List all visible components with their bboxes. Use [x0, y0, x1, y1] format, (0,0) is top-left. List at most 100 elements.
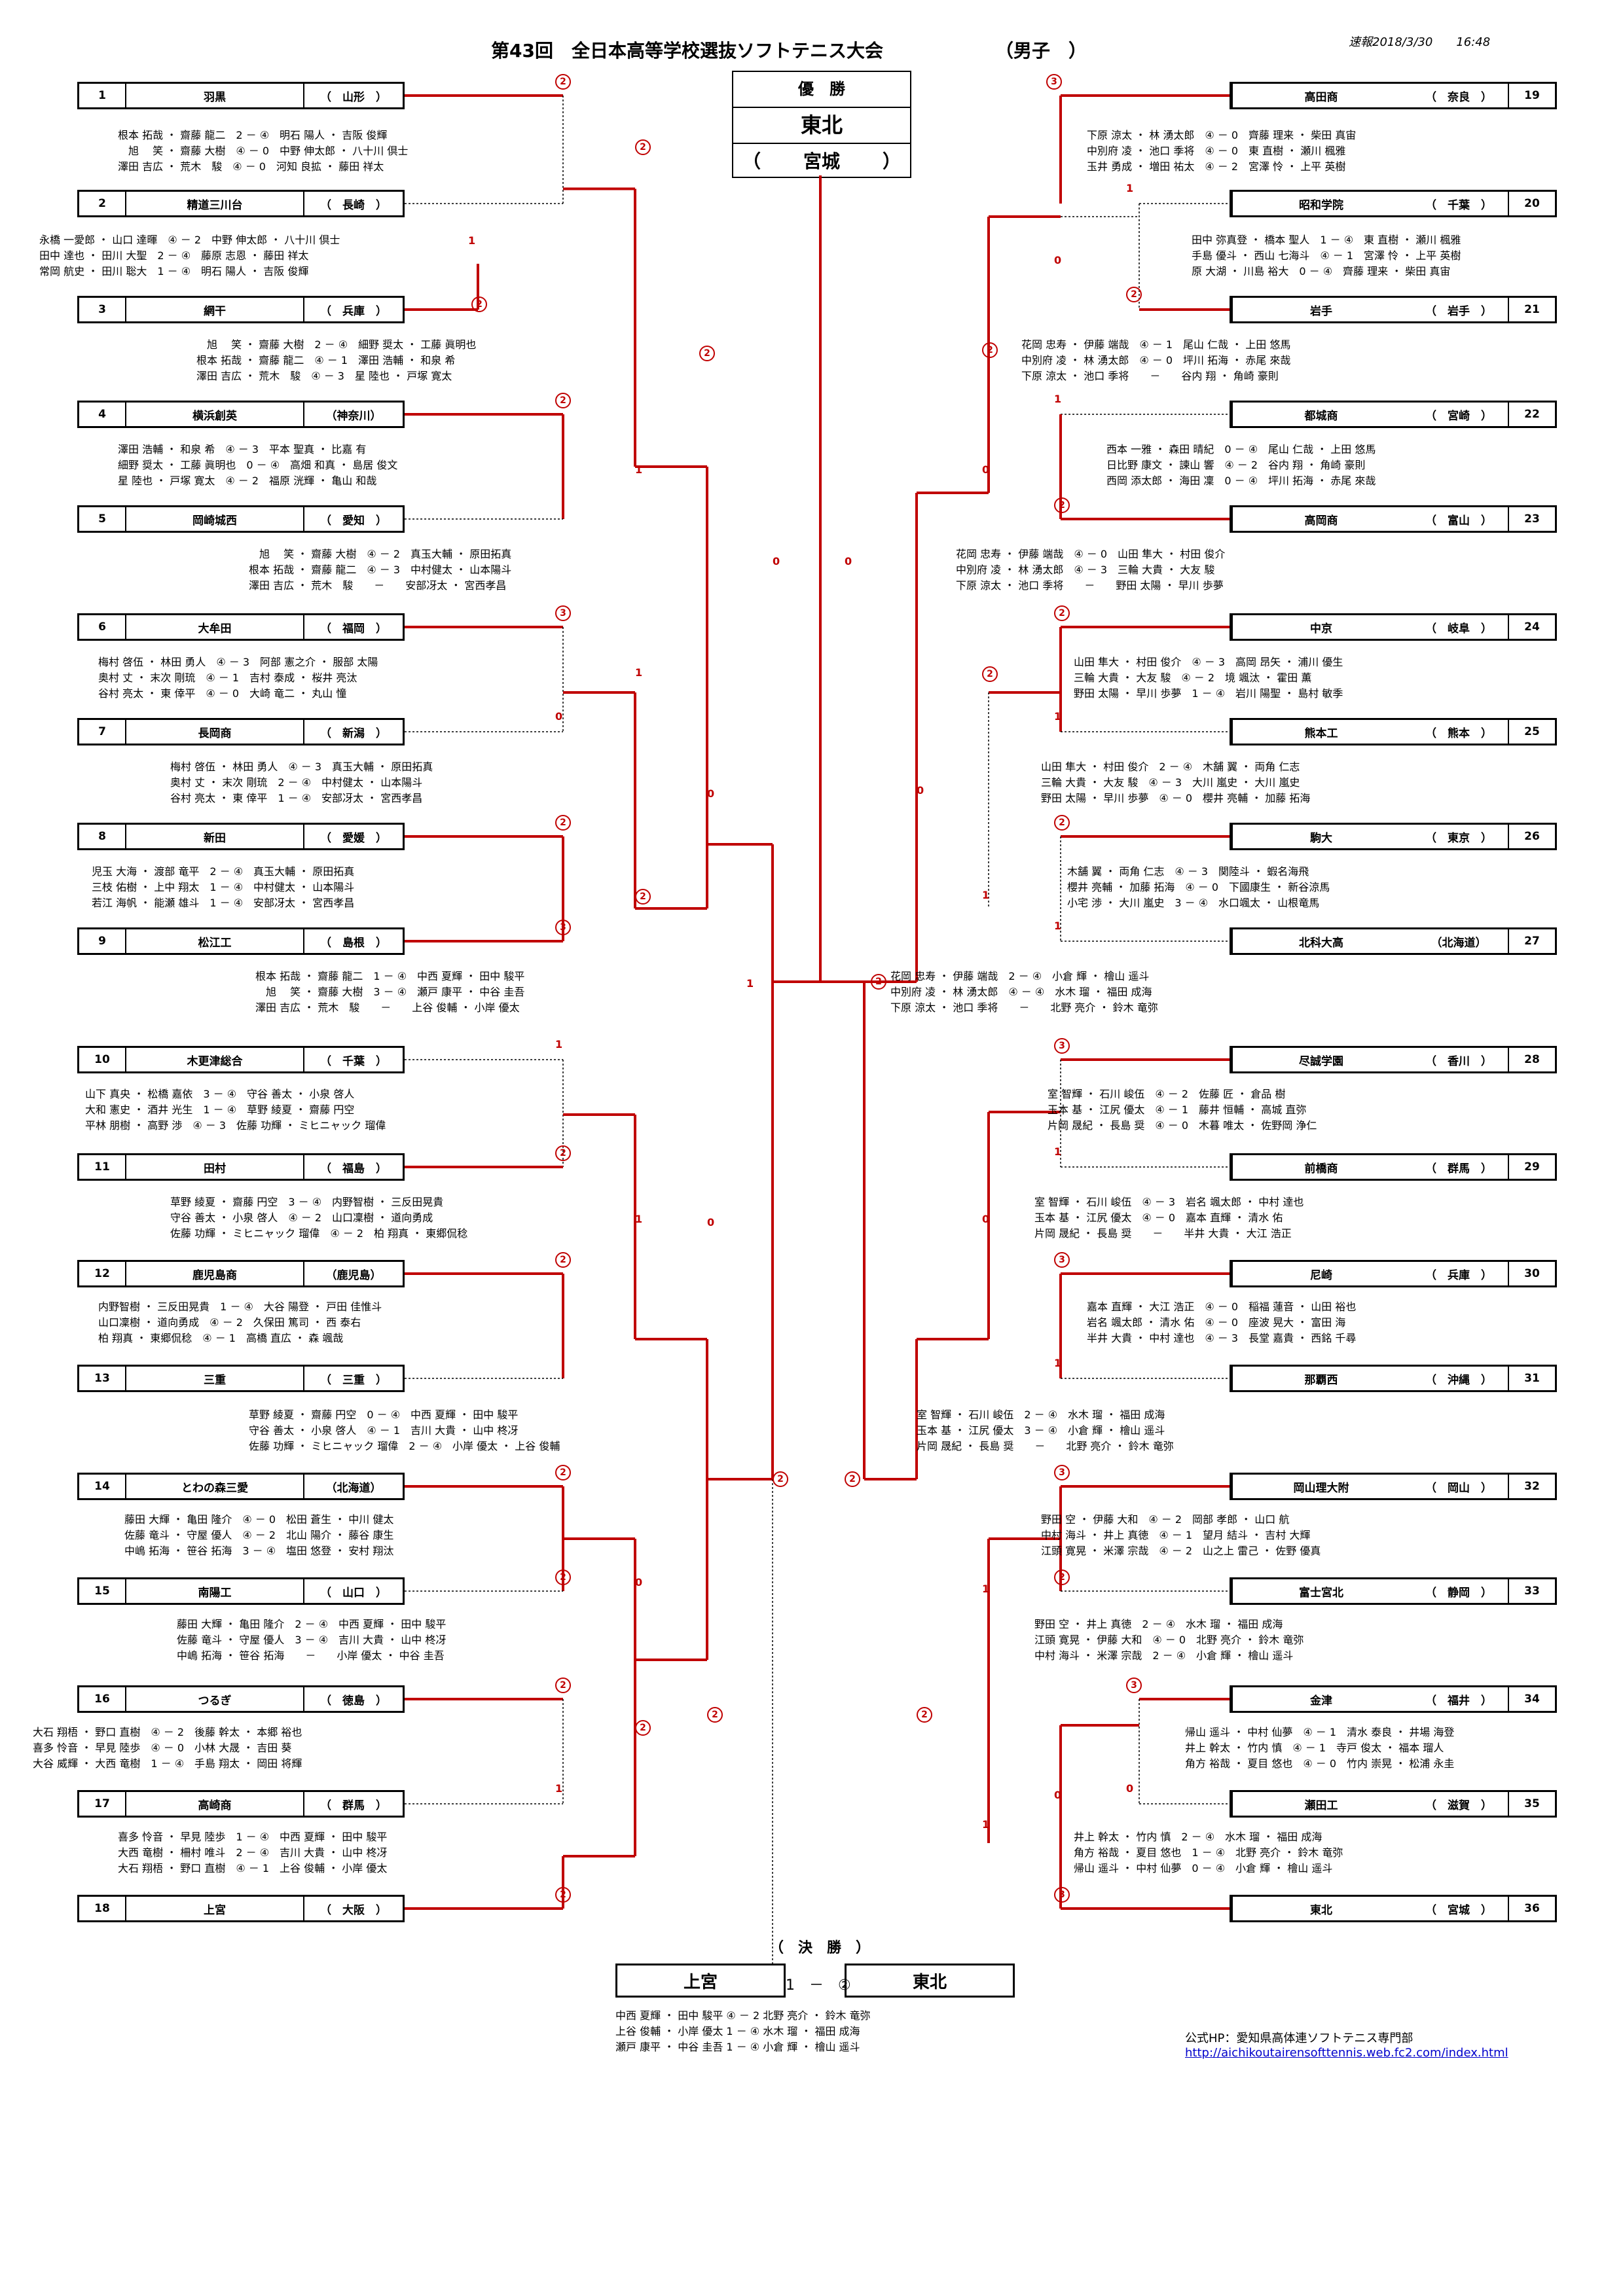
team-seed-number: 21 — [1508, 298, 1555, 321]
match-line: 佐藤 竜斗 ・ 守屋 優人 3 － ④ 吉川 大貴 ・ 山中 柊冴 — [177, 1634, 447, 1646]
match-line: 旭 笑 ・ 齋藤 大樹 3 － ④ 瀬戸 康平 ・ 中谷 圭吾 — [255, 986, 525, 998]
match-line: 岩名 颯太郎 ・ 清水 佑 ④ － 0 座波 晃大 ・ 富田 海 — [1087, 1316, 1346, 1329]
winner-score-circle: 2 — [555, 1677, 571, 1693]
team-name: 鹿児島商 — [126, 1262, 304, 1285]
team-entry: 高岡商（ 富山 ）23 — [1230, 505, 1557, 533]
match-line: 奥村 丈 ・ 末次 剛琉 ④ － 1 吉村 泰成 ・ 桜井 亮汰 — [98, 672, 357, 684]
match-line: 中別府 凌 ・ 林 湧太郎 ④ － 3 三輪 大貴 ・ 大友 駿 — [956, 564, 1215, 576]
match-line: 梅村 啓伍 ・ 林田 勇人 ④ － 3 真玉大輔 ・ 原田拓真 — [170, 761, 433, 773]
winner-score-circle: 3 — [1054, 1887, 1070, 1903]
team-seed-number: 27 — [1508, 929, 1555, 953]
match-line: 根本 拓哉 ・ 齋藤 龍二 2 － ④ 明石 陽人 ・ 吉阪 俊輝 — [118, 129, 388, 141]
team-seed-number: 5 — [79, 507, 126, 531]
winner-score-circle: 2 — [773, 1471, 788, 1487]
team-entry: 那覇西（ 沖縄 ）31 — [1230, 1365, 1557, 1392]
loser-score: 0 — [1054, 254, 1062, 266]
team-prefecture: （ 福岡 ） — [320, 622, 387, 636]
match-line: 中別府 凌 ・ 池口 季将 ④ － 0 東 直樹 ・ 瀬川 楓雅 — [1087, 145, 1346, 157]
match-line: 中別府 凌 ・ 林 湧太郎 ④ － ④ 水木 瑠 ・ 福田 成海 — [890, 986, 1152, 998]
team-name: とわの森三愛 — [126, 1475, 304, 1498]
match-line: 大石 翔梧 ・ 野口 直樹 ④ － 2 後藤 幹太 ・ 本郷 裕也 — [33, 1726, 302, 1738]
team-prefecture: （ 兵庫 ） — [1425, 1268, 1492, 1282]
match-line: 中村 海斗 ・ 米澤 宗哉 2 － ④ 小倉 輝 ・ 檜山 遥斗 — [1034, 1649, 1294, 1662]
match-line: 田中 達也 ・ 田川 大聖 2 － ④ 藤原 志恩 ・ 藤田 祥太 — [39, 249, 309, 262]
winner-score-circle: 2 — [845, 1471, 860, 1487]
loser-score: 0 — [555, 710, 563, 723]
champion-team: 東北 — [733, 108, 910, 144]
winner-score-circle: 2 — [699, 346, 715, 361]
team-entry: 尼崎（ 兵庫 ）30 — [1230, 1260, 1557, 1287]
match-line: 谷村 亮太 ・ 東 倖平 1 － ④ 安部冴太 ・ 宮西孝昌 — [170, 792, 423, 804]
report-timestamp: 速報2018/3/30 16:48 — [1349, 35, 1491, 49]
match-line: 片岡 晟紀 ・ 長島 奨 ④ － 0 木暮 唯太 ・ 佐野岡 浄仁 — [1048, 1119, 1317, 1132]
team-seed-number: 10 — [79, 1048, 126, 1071]
match-line: 三輪 大貴 ・ 大友 駿 ④ － 3 大川 嵐史 ・ 大川 嵐史 — [1041, 776, 1300, 789]
loser-score: 1 — [555, 1038, 563, 1050]
team-seed-number: 31 — [1508, 1367, 1555, 1390]
final-right-team: 東北 — [845, 1964, 1015, 1998]
loser-score: 1 — [635, 463, 643, 476]
team-entry: 東北（ 宮城 ）36 — [1230, 1895, 1557, 1922]
match-line: 守谷 善太 ・ 小泉 啓人 ④ － 1 吉川 大貴 ・ 山中 柊冴 — [249, 1424, 519, 1437]
winner-score-circle: 2 — [635, 1720, 651, 1736]
loser-score: 0 — [845, 555, 852, 567]
team-seed-number: 16 — [79, 1687, 126, 1711]
loser-score: 1 — [1054, 393, 1062, 405]
team-entry: 北科大高（北海道）27 — [1230, 927, 1557, 955]
team-prefecture: （ 愛媛 ） — [320, 831, 387, 845]
winner-score-circle: 2 — [1054, 605, 1070, 621]
match-line: 玉井 勇成 ・ 増田 祐太 ④ － 2 宮澤 怜 ・ 上平 英樹 — [1087, 160, 1346, 173]
match-line: 玉本 基 ・ 江尻 優太 ④ － 1 藤井 恒輔 ・ 高城 直弥 — [1048, 1103, 1307, 1116]
loser-score: 0 — [917, 784, 924, 797]
team-seed-number: 34 — [1508, 1687, 1555, 1711]
team-name: 岡山理大附 — [1231, 1475, 1410, 1498]
team-name: 長岡商 — [126, 720, 304, 744]
match-line: 梅村 啓伍 ・ 林田 勇人 ④ － 3 阿部 憲之介 ・ 服部 太陽 — [98, 656, 378, 668]
team-prefecture: （ 富山 ） — [1425, 514, 1492, 528]
winner-score-circle: 3 — [555, 605, 571, 621]
loser-score: 1 — [1054, 710, 1062, 723]
team-name: 高田商 — [1231, 84, 1410, 107]
match-line: 山口凜樹 ・ 道向勇成 ④ － 2 久保田 篤司 ・ 西 泰右 — [98, 1316, 361, 1329]
loser-score: 0 — [1054, 1789, 1062, 1801]
team-prefecture: （ 徳島 ） — [320, 1694, 387, 1708]
team-entry: 金津（ 福井 ）34 — [1230, 1685, 1557, 1713]
team-entry: 高田商（ 奈良 ）19 — [1230, 82, 1557, 109]
winner-score-circle: 2 — [471, 296, 487, 312]
team-prefecture: （ 新潟 ） — [320, 726, 387, 740]
official-hp-link[interactable]: http://aichikoutairensofttennis.web.fc2.… — [1185, 2046, 1508, 2060]
team-name: 高岡商 — [1231, 507, 1410, 531]
match-line: 角方 裕哉 ・ 夏目 悠也 1 － ④ 北野 亮介 ・ 鈴木 竜弥 — [1074, 1846, 1343, 1859]
match-line: 中村 海斗 ・ 井上 真徳 ④ － 1 望月 結斗 ・ 吉村 大輝 — [1041, 1529, 1311, 1541]
match-line: 小宅 渉 ・ 大川 嵐史 3 － ④ 水口颯太 ・ 山根竜馬 — [1067, 897, 1320, 909]
winner-score-circle: 3 — [1126, 1677, 1142, 1693]
match-line: 下原 涼太 ・ 池口 季将 － 野田 太陽 ・ 早川 歩夢 — [956, 579, 1224, 592]
team-seed-number: 24 — [1508, 615, 1555, 639]
match-line: 櫻井 亮輔 ・ 加藤 拓海 ④ － 0 下國康生 ・ 新谷涼馬 — [1067, 881, 1330, 893]
team-seed-number: 11 — [79, 1155, 126, 1179]
winner-score-circle: 2 — [982, 342, 998, 358]
match-line: 星 陸也 ・ 戸塚 寛太 ④ － 2 福原 洸輝 ・ 亀山 和哉 — [118, 475, 377, 487]
match-line: 野田 空 ・ 井上 真徳 2 － ④ 水木 瑠 ・ 福田 成海 — [1034, 1618, 1283, 1630]
match-line: 永橋 一愛郎 ・ 山口 達暉 ④ － 2 中野 伸太郎 ・ 八十川 倶士 — [39, 234, 340, 246]
team-name: 中京 — [1231, 615, 1410, 639]
match-line: 室 智輝 ・ 石川 峻伍 ④ － 3 岩名 颯太郎 ・ 中村 達也 — [1034, 1196, 1304, 1208]
match-line: 根本 拓哉 ・ 齋藤 龍二 ④ － 3 中村健太 ・ 山本陽斗 — [249, 564, 512, 576]
loser-score: 1 — [982, 1818, 990, 1831]
match-line: 山田 隼大 ・ 村田 俊介 2 － ④ 木舗 翼 ・ 両角 仁志 — [1041, 761, 1300, 773]
team-entry: 尽誠学園（ 香川 ）28 — [1230, 1046, 1557, 1073]
team-seed-number: 13 — [79, 1367, 126, 1390]
team-entry: 昭和学院（ 千葉 ）20 — [1230, 190, 1557, 217]
team-prefecture: （ 千葉 ） — [320, 1054, 387, 1068]
team-prefecture: （ 滋賀 ） — [1425, 1799, 1492, 1812]
team-seed-number: 20 — [1508, 192, 1555, 215]
team-seed-number: 36 — [1508, 1897, 1555, 1920]
loser-score: 0 — [707, 1216, 715, 1229]
match-line: 田中 弥真登 ・ 橋本 聖人 1 － ④ 東 直樹 ・ 瀬川 楓雅 — [1192, 234, 1461, 246]
team-name: 駒大 — [1231, 825, 1410, 848]
